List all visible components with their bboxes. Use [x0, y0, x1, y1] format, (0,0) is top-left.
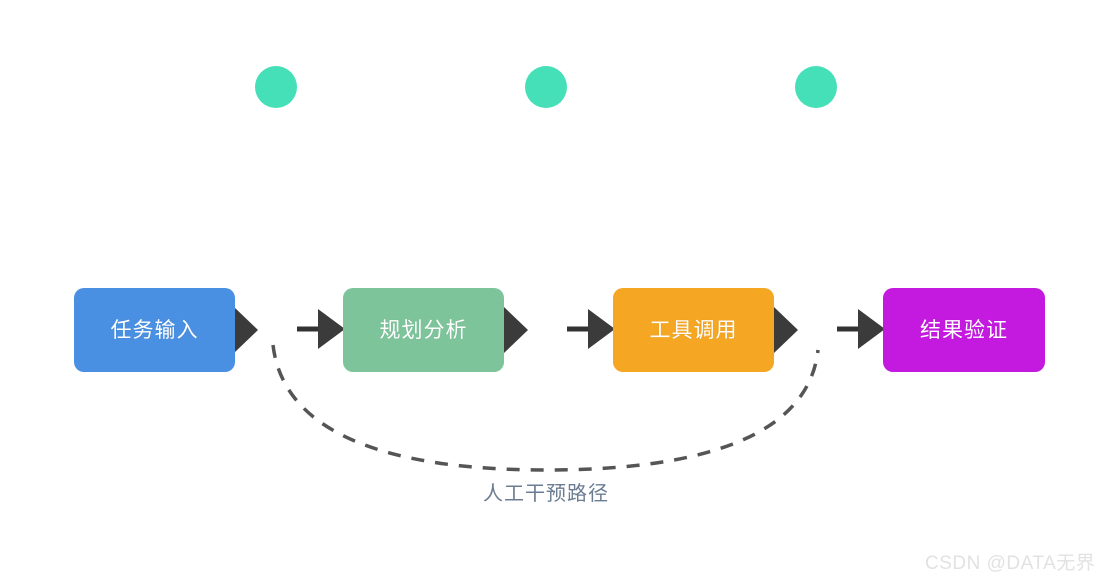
watermark: CSDN @DATA无界	[925, 553, 1096, 574]
node-tool-call-label: 工具调用	[649, 318, 738, 342]
node-result-verify-label: 结果验证	[920, 318, 1008, 342]
node-tool-call[interactable]: 工具调用	[613, 288, 774, 372]
node-plan-analysis[interactable]: 规划分析	[343, 288, 504, 372]
decorative-dot-3	[795, 66, 837, 108]
node-task-input-label: 任务输入	[110, 318, 199, 342]
node-result-verify[interactable]: 结果验证	[883, 288, 1045, 372]
arrowhead-in-tool-call	[588, 309, 615, 349]
decorative-dot-2	[525, 66, 567, 108]
human-intervention-path-label: 人工干预路径	[483, 483, 609, 505]
arrowhead-in-plan-analysis	[318, 309, 345, 349]
arrowhead-in-result-verify	[858, 309, 885, 349]
arrowhead-out-plan-analysis	[504, 307, 528, 353]
decorative-dot-1	[255, 66, 297, 108]
node-plan-analysis-label: 规划分析	[379, 318, 468, 342]
arrowhead-out-task-input	[234, 307, 258, 353]
arrowhead-out-tool-call	[774, 307, 798, 353]
node-task-input[interactable]: 任务输入	[74, 288, 235, 372]
